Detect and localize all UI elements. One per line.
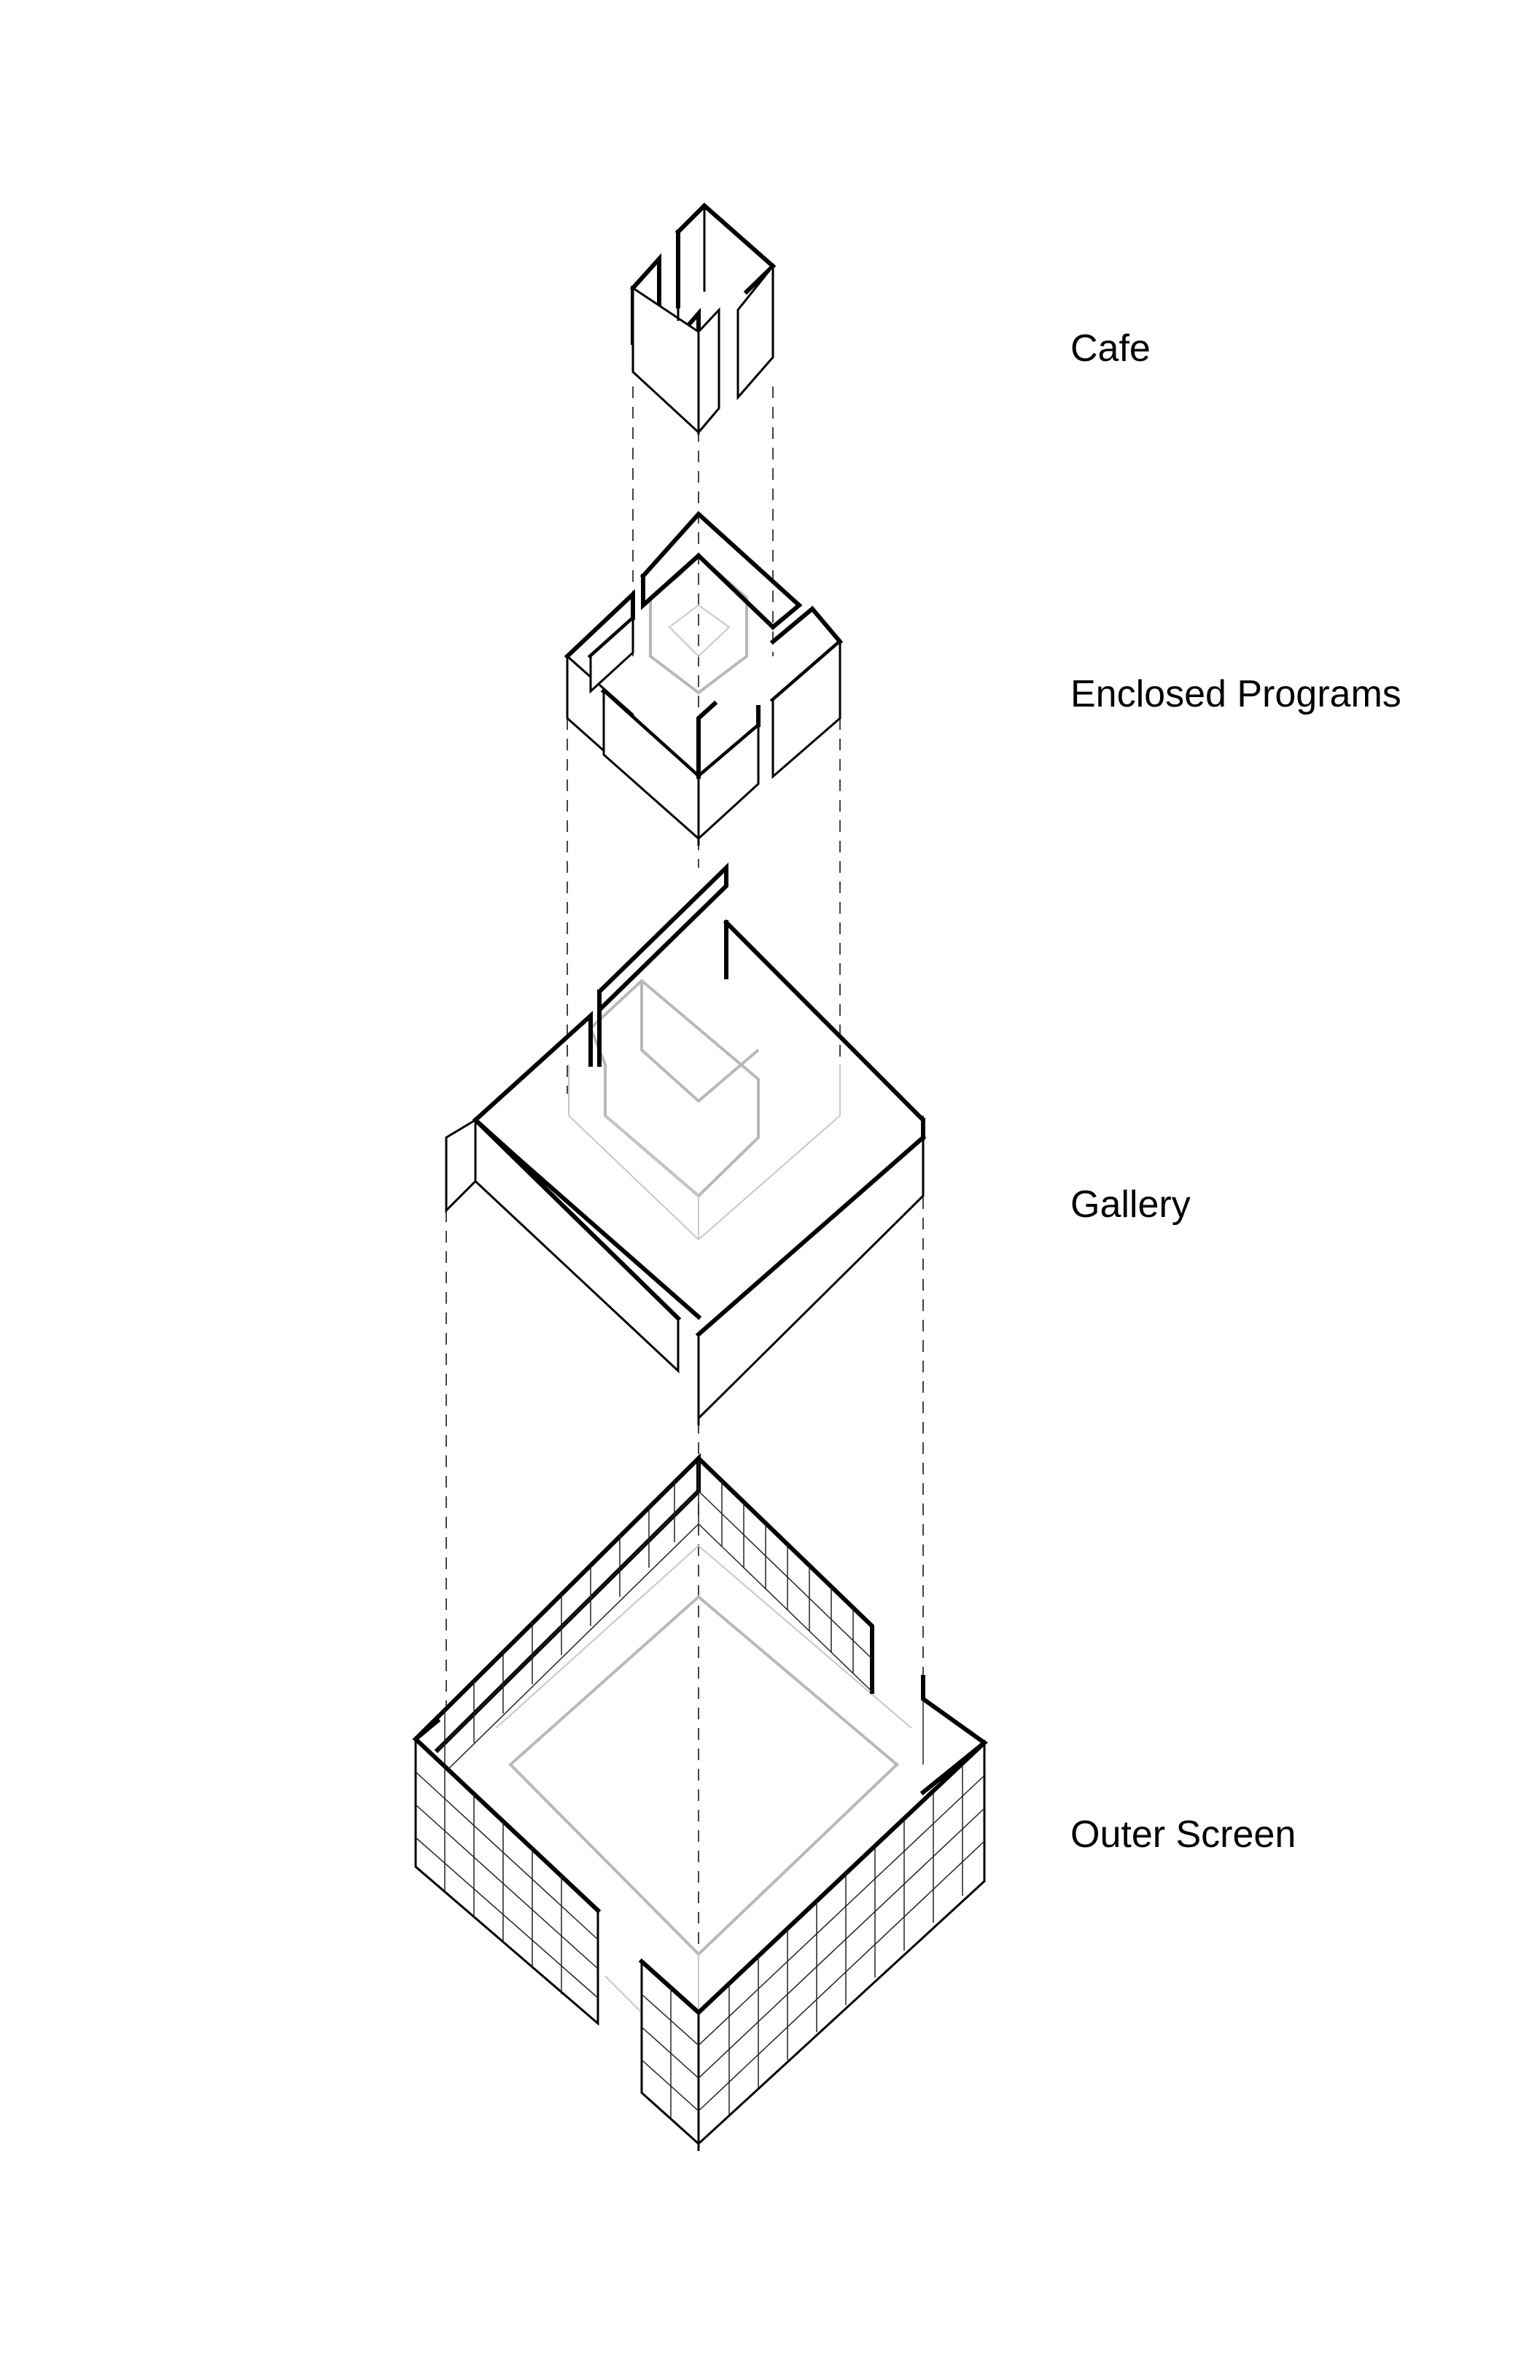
projection-lines xyxy=(446,386,924,2012)
cafe-volume xyxy=(629,202,777,436)
label-outer-screen: Outer Screen xyxy=(1070,1813,1296,1856)
label-enclosed-programs: Enclosed Programs xyxy=(1070,673,1401,715)
enclosed-programs-volume xyxy=(564,510,844,846)
label-cafe: Cafe xyxy=(1070,327,1151,370)
label-gallery: Gallery xyxy=(1070,1183,1191,1226)
outer-screen-volume xyxy=(412,1452,988,2151)
gallery-volume xyxy=(445,862,927,1426)
